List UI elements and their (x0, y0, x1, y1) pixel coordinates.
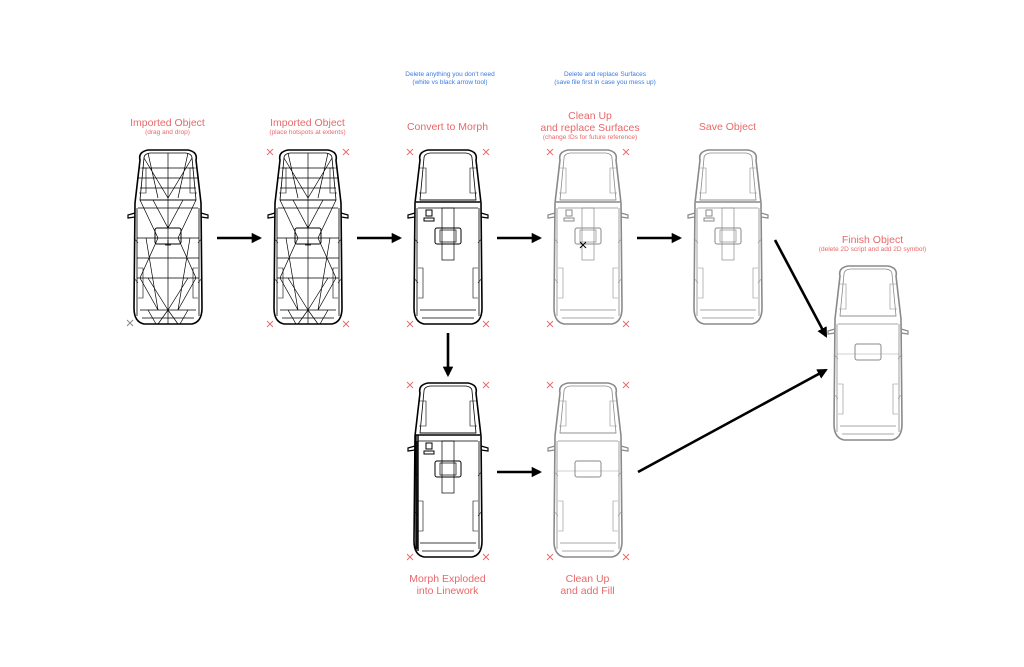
label-finish: Finish Object (delete 2D script and add … (800, 234, 945, 254)
step-subtitle: (change IDs for future reference) (542, 134, 638, 142)
car-converted-morph (406, 148, 490, 328)
car-imported (126, 150, 208, 327)
label-save: Save Object (660, 121, 795, 133)
note-line: Delete anything you don't need (405, 71, 495, 78)
step-title: Clean Up (568, 110, 612, 122)
label-cleanup-surfaces: Clean Up and replace Surfaces (change ID… (520, 110, 660, 142)
car-imported-hotspots (266, 148, 350, 328)
step-title: and add Fill (560, 585, 615, 598)
step-title: Imported Object (270, 117, 345, 129)
step-title: Imported Object (130, 117, 205, 129)
step-subtitle: (drag and drop) (145, 129, 190, 137)
label-cleanup-fill: Clean Up and add Fill (520, 573, 655, 597)
step-subtitle: (place hotspots at extents) (269, 129, 346, 137)
label-exploded: Morph Exploded into Linework (380, 573, 515, 597)
step-title: Clean Up (565, 573, 610, 585)
step-title: into Linework (416, 585, 479, 598)
label-imported-hotspots: Imported Object (place hotspots at exten… (240, 117, 375, 137)
car-saved (688, 150, 768, 324)
step-title: Finish Object (841, 234, 904, 246)
car-finished (828, 266, 908, 440)
step-subtitle: (delete 2D script and add 2D symbol) (818, 246, 927, 254)
arrow-save-to-finish (773, 239, 828, 338)
car-exploded-linework (406, 381, 490, 561)
note-line: Delete and replace Surfaces (563, 71, 647, 78)
step-title: Morph Exploded (409, 573, 486, 585)
note-line: (white vs black arrow tool) (412, 79, 488, 87)
label-convert: Convert to Morph (380, 121, 515, 133)
step-title: Save Object (698, 121, 757, 133)
car-cleanup-fill (546, 381, 630, 561)
note-replace-surfaces: Delete and replace Surfaces (save file f… (520, 71, 690, 87)
step-title: and replace Surfaces (540, 122, 640, 135)
note-delete-unneeded: Delete anything you don't need (white vs… (370, 71, 530, 87)
car-cleanup-surfaces (546, 148, 630, 328)
note-line: (save file first in case you mess up) (554, 79, 656, 87)
label-imported: Imported Object (drag and drop) (100, 117, 235, 137)
arrow-fill-to-finish (637, 368, 828, 474)
step-title: Convert to Morph (406, 121, 489, 133)
